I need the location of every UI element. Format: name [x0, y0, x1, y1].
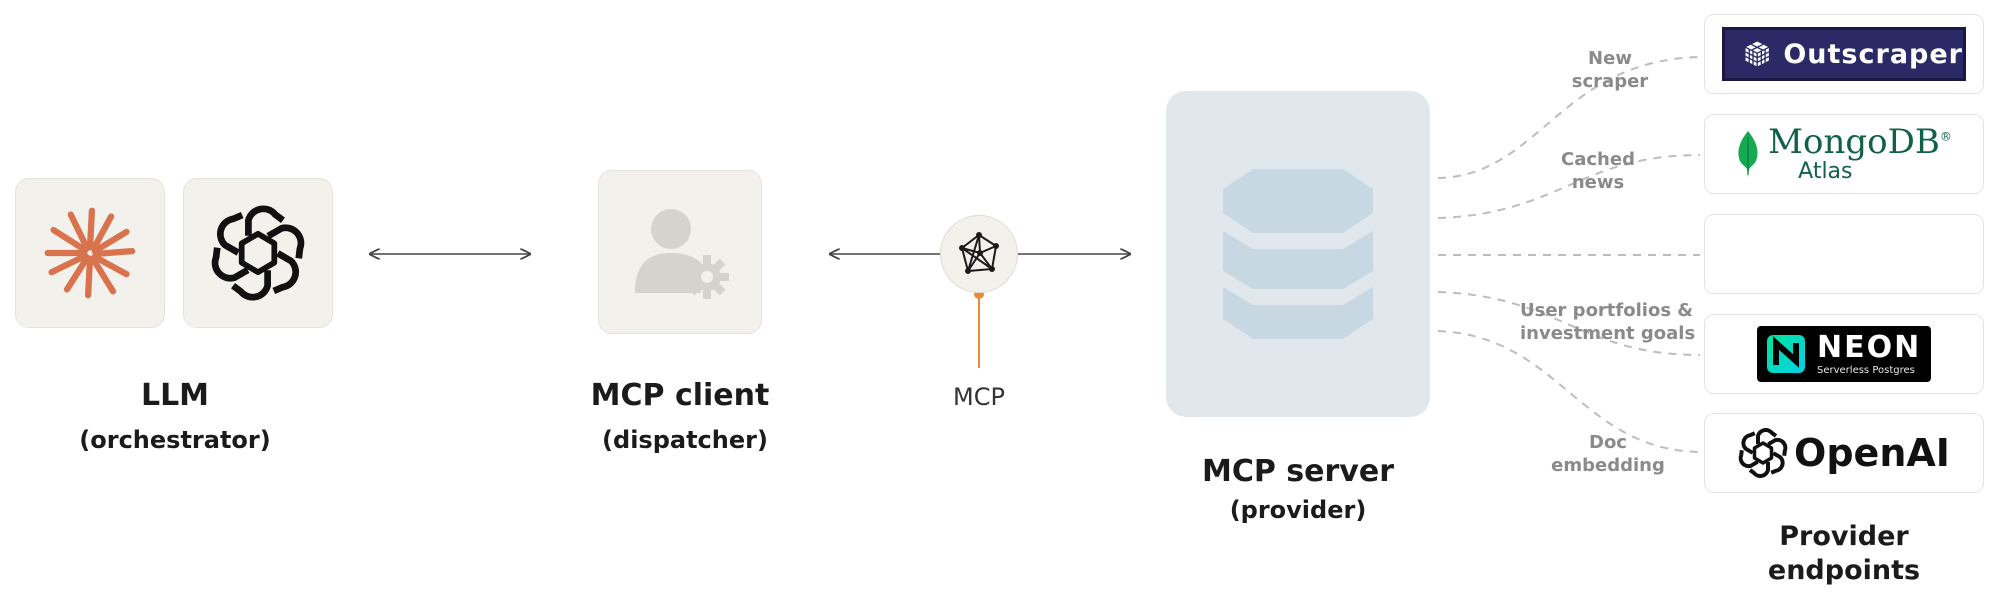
endpoint-outscraper: Outscraper — [1704, 14, 1984, 94]
claude-starburst-icon — [44, 207, 136, 299]
claude-card — [15, 178, 165, 328]
llm-title: LLM — [140, 378, 210, 413]
user-gear-icon — [635, 209, 729, 299]
edge-label-line2: embedding — [1551, 455, 1665, 476]
endpoint-mongodb: MongoDB® Atlas — [1704, 114, 1984, 194]
neon-logo-text: NEON — [1817, 329, 1922, 365]
mcp-protocol-node — [940, 215, 1018, 293]
openai-logo-text: OpenAI — [1794, 431, 1950, 475]
edge-label-line1: User portfolios & — [1520, 300, 1693, 321]
edge-label-user-portfolios: User portfolios & investment goals — [1520, 299, 1696, 345]
provider-endpoints-line2: endpoints — [1767, 555, 1921, 586]
mongodb-atlas-text: Atlas — [1798, 159, 1853, 184]
edge-label-cached-news: Cached news — [1548, 148, 1648, 194]
wire-outscraper — [1437, 56, 1701, 179]
endpoint-empty — [1704, 214, 1984, 294]
edge-label-line2: investment goals — [1520, 323, 1696, 344]
openai-knot-icon — [1738, 428, 1789, 478]
wire-mongodb — [1437, 154, 1701, 219]
edge-label-doc-embedding: Doc embedding — [1548, 431, 1668, 477]
mcp-network-icon — [959, 232, 999, 274]
neon-n-icon — [1767, 335, 1805, 373]
mcp-server-box — [1166, 91, 1430, 417]
edge-label-line2: scraper — [1571, 71, 1649, 92]
mongodb-logo-text: MongoDB — [1768, 122, 1940, 162]
mcp-label: MCP — [953, 383, 1005, 411]
llm-subtitle: (orchestrator) — [79, 426, 271, 454]
openai-logo: OpenAI — [1738, 428, 1950, 478]
edge-label-line2: news — [1571, 172, 1625, 193]
mongodb-reg-mark: ® — [1939, 129, 1952, 144]
neon-logo-subtext: Serverless Postgres — [1817, 364, 1915, 376]
mcp-server-title: MCP server — [1202, 454, 1394, 489]
endpoint-openai: OpenAI — [1704, 413, 1984, 493]
provider-endpoints-title: Provider endpoints — [1724, 520, 1964, 588]
neon-logo: NEON Serverless Postgres — [1757, 326, 1931, 382]
outscraper-logo-text: Outscraper — [1783, 38, 1963, 70]
openai-knot-icon — [210, 205, 306, 301]
mcp-server-subtitle: (provider) — [1229, 496, 1367, 524]
provider-endpoints-line1: Provider — [1779, 521, 1909, 552]
edge-label-new-scraper: New scraper — [1560, 47, 1660, 93]
mongodb-leaf-icon — [1738, 131, 1758, 177]
wire-neon — [1437, 291, 1701, 356]
endpoint-neon: NEON Serverless Postgres — [1704, 314, 1984, 394]
cube-icon — [1745, 41, 1770, 67]
database-stack-icon — [1223, 169, 1373, 339]
mongodb-logo: MongoDB® Atlas — [1736, 125, 1952, 183]
mcp-client-card — [598, 170, 762, 334]
openai-card — [183, 178, 333, 328]
edge-label-line1: Doc — [1589, 432, 1627, 453]
edge-label-line1: New — [1588, 48, 1632, 69]
mcp-client-subtitle: (dispatcher) — [602, 426, 768, 454]
edge-label-line1: Cached — [1561, 149, 1635, 170]
mcp-client-title: MCP client — [590, 378, 770, 413]
outscraper-logo: Outscraper — [1722, 27, 1966, 81]
